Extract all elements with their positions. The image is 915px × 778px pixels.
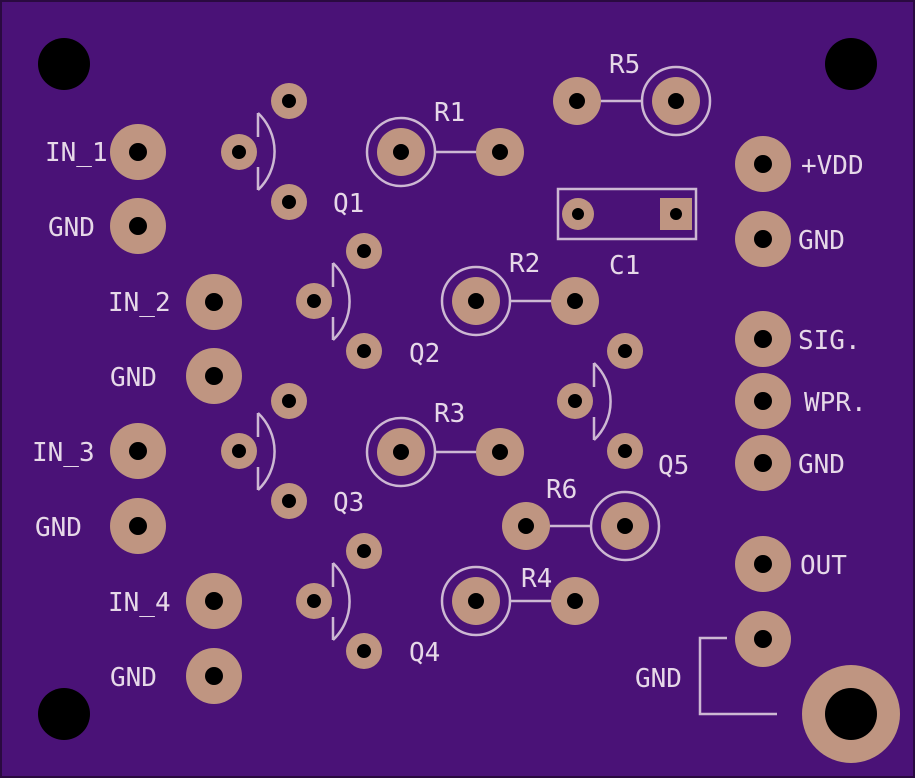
input-connector-labels: IN_1 GND IN_2 GND IN_3 GND IN_4 GND (32, 138, 171, 693)
pad-vdd (735, 136, 791, 192)
resistor-r3: R3 (365, 399, 524, 488)
output-connector-labels: +VDD GND SIG. WPR. GND OUT GND (635, 151, 867, 694)
label-in-1: IN_1 (45, 138, 108, 168)
label-r2: R2 (509, 249, 540, 279)
capacitor-c1: C1 (556, 187, 698, 281)
pad-gnd-1 (110, 198, 166, 254)
label-gnd-3: GND (35, 513, 82, 543)
transistor-q3: Q3 (221, 383, 364, 519)
label-q2: Q2 (409, 339, 440, 369)
label-r1: R1 (434, 98, 465, 128)
resistor-r1: R1 (365, 98, 524, 188)
label-gnd-4: GND (110, 663, 157, 693)
pad-gnd-4 (186, 648, 242, 704)
label-q5: Q5 (658, 451, 689, 481)
label-vdd: +VDD (801, 151, 864, 181)
label-out: OUT (800, 551, 847, 581)
mounting-hole-bottom-right (802, 665, 900, 763)
resistor-r6: R6 (502, 475, 661, 562)
label-wpr: WPR. (804, 388, 867, 418)
label-r4: R4 (521, 564, 552, 594)
resistor-r4: R4 (440, 564, 599, 637)
pad-out (735, 536, 791, 592)
resistor-r2: R2 (440, 249, 599, 337)
label-in-4: IN_4 (108, 588, 171, 618)
pad-gnd-power (735, 211, 791, 267)
label-q3: Q3 (333, 488, 364, 518)
label-r6: R6 (546, 475, 577, 505)
pad-gnd-2 (186, 348, 242, 404)
transistor-q1: Q1 (221, 83, 364, 220)
mounting-holes (38, 38, 900, 763)
label-gnd-out: GND (635, 664, 682, 694)
label-gnd-sig: GND (798, 450, 845, 480)
label-c1: C1 (609, 251, 640, 281)
transistor-q2: Q2 (296, 233, 440, 369)
label-r3: R3 (434, 399, 465, 429)
label-gnd-power: GND (798, 226, 845, 256)
pad-sig (735, 311, 791, 367)
mounting-hole-bottom-left (38, 688, 90, 740)
pad-gnd-out (735, 611, 791, 667)
label-sig: SIG. (798, 326, 861, 356)
resistor-r5: R5 (553, 50, 712, 137)
label-gnd-1: GND (48, 213, 95, 243)
output-connector-pads (735, 136, 791, 667)
pad-in-2 (186, 274, 242, 330)
input-connector-pads (110, 124, 242, 704)
pad-in-3 (110, 423, 166, 479)
gnd-out-bracket (698, 636, 777, 716)
pad-gnd-sig (735, 435, 791, 491)
pad-gnd-3 (110, 498, 166, 554)
label-gnd-2: GND (110, 363, 157, 393)
pad-wpr (735, 373, 791, 429)
label-in-3: IN_3 (32, 438, 95, 468)
label-q1: Q1 (333, 189, 364, 219)
transistor-q4: Q4 (296, 533, 440, 669)
label-r5: R5 (609, 50, 640, 80)
mounting-hole-top-left (38, 38, 90, 90)
pad-in-4 (186, 573, 242, 629)
label-in-2: IN_2 (108, 288, 171, 318)
pad-in-1 (110, 124, 166, 180)
label-q4: Q4 (409, 638, 440, 668)
transistor-q5: Q5 (557, 333, 689, 481)
mounting-hole-top-right (825, 38, 877, 90)
